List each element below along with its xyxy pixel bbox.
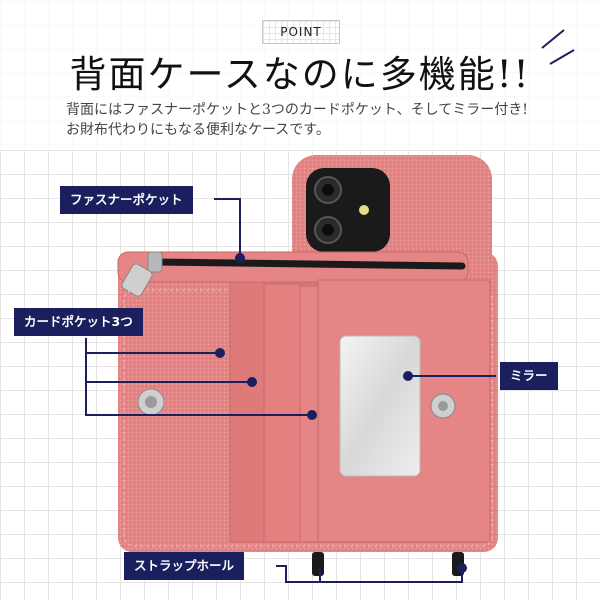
- description-line-1: 背面にはファスナーポケットと3つのカードポケット、そしてミラー付き!: [66, 102, 528, 118]
- accent-lines-icon: [541, 29, 575, 65]
- callout-card-pockets: カードポケット3つ: [14, 308, 143, 336]
- zipper-pull-icon: [121, 251, 163, 297]
- callout-leader-lines: [85, 198, 496, 583]
- callout-strap-hole: ストラップホール: [124, 552, 245, 580]
- headline: 背面ケースなのに多機能!!: [69, 53, 531, 96]
- point-badge: POINT: [262, 20, 340, 44]
- strap-hole-tabs: [312, 552, 464, 576]
- mirror-panel: [339, 335, 421, 477]
- snap-button-icon: [137, 388, 165, 416]
- callout-mirror: ミラー: [500, 362, 558, 390]
- description-line-2: お財布代わりにもなる便利なケースです。: [66, 122, 330, 138]
- description: 背面にはファスナーポケットと3つのカードポケット、そしてミラー付き! お財布代わ…: [66, 100, 546, 140]
- snap-stud-icon: [430, 393, 456, 419]
- wallet-open-case: [117, 251, 498, 552]
- callout-fastener-pocket: ファスナーポケット: [60, 186, 193, 214]
